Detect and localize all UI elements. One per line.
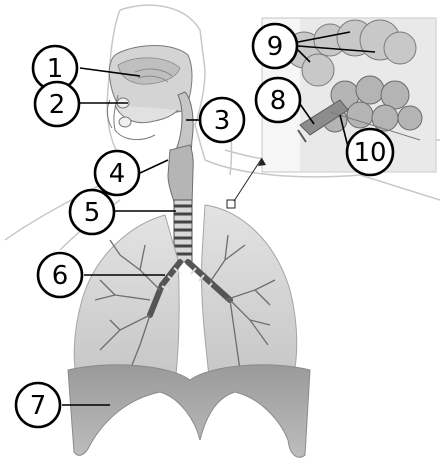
callout-10: 10 — [347, 129, 393, 175]
callout-6: 6 — [38, 253, 82, 297]
callout-1-label: 1 — [47, 54, 64, 84]
callout-2-label: 2 — [49, 90, 66, 120]
callout-6-label: 6 — [52, 261, 69, 291]
callout-7: 7 — [16, 383, 60, 427]
callout-4-label: 4 — [109, 159, 126, 189]
diaphragm — [68, 365, 310, 458]
airway — [168, 92, 193, 262]
head-cavity — [107, 46, 192, 140]
right-lung — [202, 205, 297, 392]
callout-10-label: 10 — [353, 138, 386, 168]
callout-9-label: 9 — [267, 32, 284, 62]
callout-3-label: 3 — [214, 106, 231, 136]
callout-5: 5 — [70, 190, 114, 234]
callout-7-label: 7 — [30, 391, 47, 421]
callout-5-label: 5 — [84, 198, 101, 228]
callout-4: 4 — [95, 151, 139, 195]
zoom-pointer — [227, 158, 266, 208]
callout-9: 9 — [253, 24, 297, 68]
callout-8-label: 8 — [270, 86, 287, 116]
callout-2: 2 — [35, 82, 79, 126]
callout-8: 8 — [256, 78, 300, 122]
callout-3: 3 — [200, 98, 244, 142]
